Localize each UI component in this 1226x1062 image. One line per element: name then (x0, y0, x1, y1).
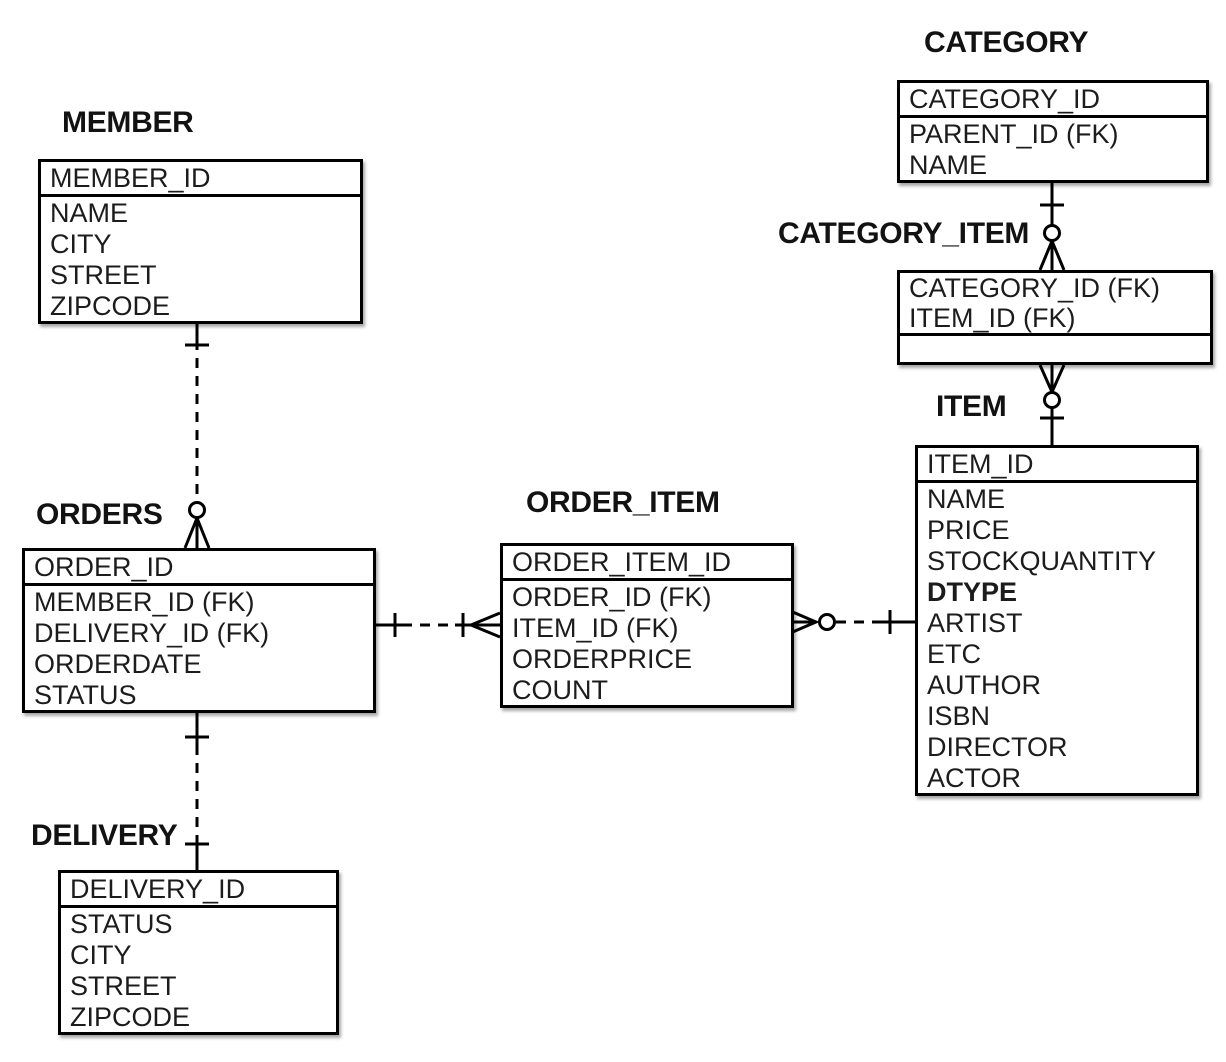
attribute-row: DELIVERY_ID (FK) (34, 618, 270, 648)
attribute-row: STATUS (70, 909, 173, 939)
attribute-row: ARTIST (927, 608, 1023, 638)
entity-title-orders: ORDERS (36, 498, 163, 531)
pk-row: ORDER_ID (34, 552, 174, 582)
relationship-orders-delivery (185, 708, 209, 870)
pk-section: ORDER_ITEM_ID (503, 546, 791, 581)
attribute-row: COUNT (512, 675, 608, 705)
entity-title-category-item: CATEGORY_ITEM (778, 217, 1030, 250)
zero-circle-icon (1043, 224, 1061, 242)
entity-box-category: CATEGORY_ID PARENT_ID (FK)NAME (897, 80, 1209, 183)
pk-row: ORDER_ITEM_ID (512, 547, 732, 577)
attribute-row: ISBN (927, 701, 991, 731)
pk-section: ITEM_ID (918, 448, 1196, 483)
attribute-row: NAME (909, 150, 988, 180)
pk-row: ITEM_ID (927, 449, 1034, 479)
zero-circle-icon (188, 501, 206, 519)
attribute-row: MEMBER_ID (FK) (34, 587, 255, 617)
entity-box-order-item: ORDER_ITEM_ID ORDER_ID (FK)ITEM_ID (FK)O… (500, 543, 794, 708)
attribute-row: ORDERDATE (34, 649, 202, 679)
relationship-item-orderitem (787, 608, 915, 636)
relationship-category-categoryitem (1038, 183, 1066, 271)
zero-circle-icon (1043, 391, 1061, 409)
relationship-orders-orderitem (370, 611, 501, 639)
attribute-row: STREET (70, 971, 177, 1001)
attributes-section: PARENT_ID (FK)NAME (900, 118, 1206, 180)
pk-row: CATEGORY_ID (FK) (909, 273, 1161, 303)
entity-title-order-item: ORDER_ITEM (526, 486, 720, 519)
attribute-row: ORDERPRICE (512, 644, 693, 674)
attribute-row: ZIPCODE (50, 291, 171, 321)
entity-box-orders: ORDER_ID MEMBER_ID (FK)DELIVERY_ID (FK)O… (22, 548, 376, 713)
pk-row: DELIVERY_ID (70, 874, 246, 904)
attribute-row: STOCKQUANTITY (927, 546, 1157, 576)
entity-title-category: CATEGORY (924, 26, 1089, 59)
attribute-row: ETC (927, 639, 981, 669)
attribute-row: ORDER_ID (FK) (512, 582, 712, 612)
pk-section: MEMBER_ID (41, 162, 360, 197)
attribute-row: STREET (50, 260, 157, 290)
pk-section: ORDER_ID (25, 551, 373, 586)
zero-circle-icon (818, 613, 836, 631)
attribute-row: STATUS (34, 680, 137, 710)
attribute-row: ITEM_ID (FK) (512, 613, 679, 643)
attributes-section-empty (900, 336, 1210, 362)
attribute-row: PRICE (927, 515, 1010, 545)
entity-title-item: ITEM (936, 390, 1007, 423)
relationship-member-orders (183, 324, 211, 549)
attribute-row: CITY (50, 229, 112, 259)
attribute-row: CITY (70, 940, 132, 970)
pk-row: MEMBER_ID (50, 163, 211, 193)
entity-title-delivery: DELIVERY (31, 819, 178, 852)
attribute-row: ACTOR (927, 763, 1022, 793)
pk-section: CATEGORY_ID (FK) ITEM_ID (FK) (900, 273, 1210, 336)
relationship-item-categoryitem (1038, 364, 1066, 445)
attribute-row: DIRECTOR (927, 732, 1068, 762)
attribute-row: NAME (50, 198, 129, 228)
pk-row: CATEGORY_ID (909, 84, 1101, 114)
attribute-row: DTYPE (927, 577, 1018, 607)
pk-row: ITEM_ID (FK) (909, 303, 1076, 333)
entity-title-member: MEMBER (62, 106, 194, 139)
attribute-row: NAME (927, 484, 1006, 514)
entity-box-category-item: CATEGORY_ID (FK) ITEM_ID (FK) (897, 270, 1213, 365)
pk-section: DELIVERY_ID (61, 873, 336, 908)
attribute-row: PARENT_ID (FK) (909, 119, 1119, 149)
attribute-row: AUTHOR (927, 670, 1041, 700)
pk-section: CATEGORY_ID (900, 83, 1206, 118)
attribute-row: ZIPCODE (70, 1002, 191, 1032)
